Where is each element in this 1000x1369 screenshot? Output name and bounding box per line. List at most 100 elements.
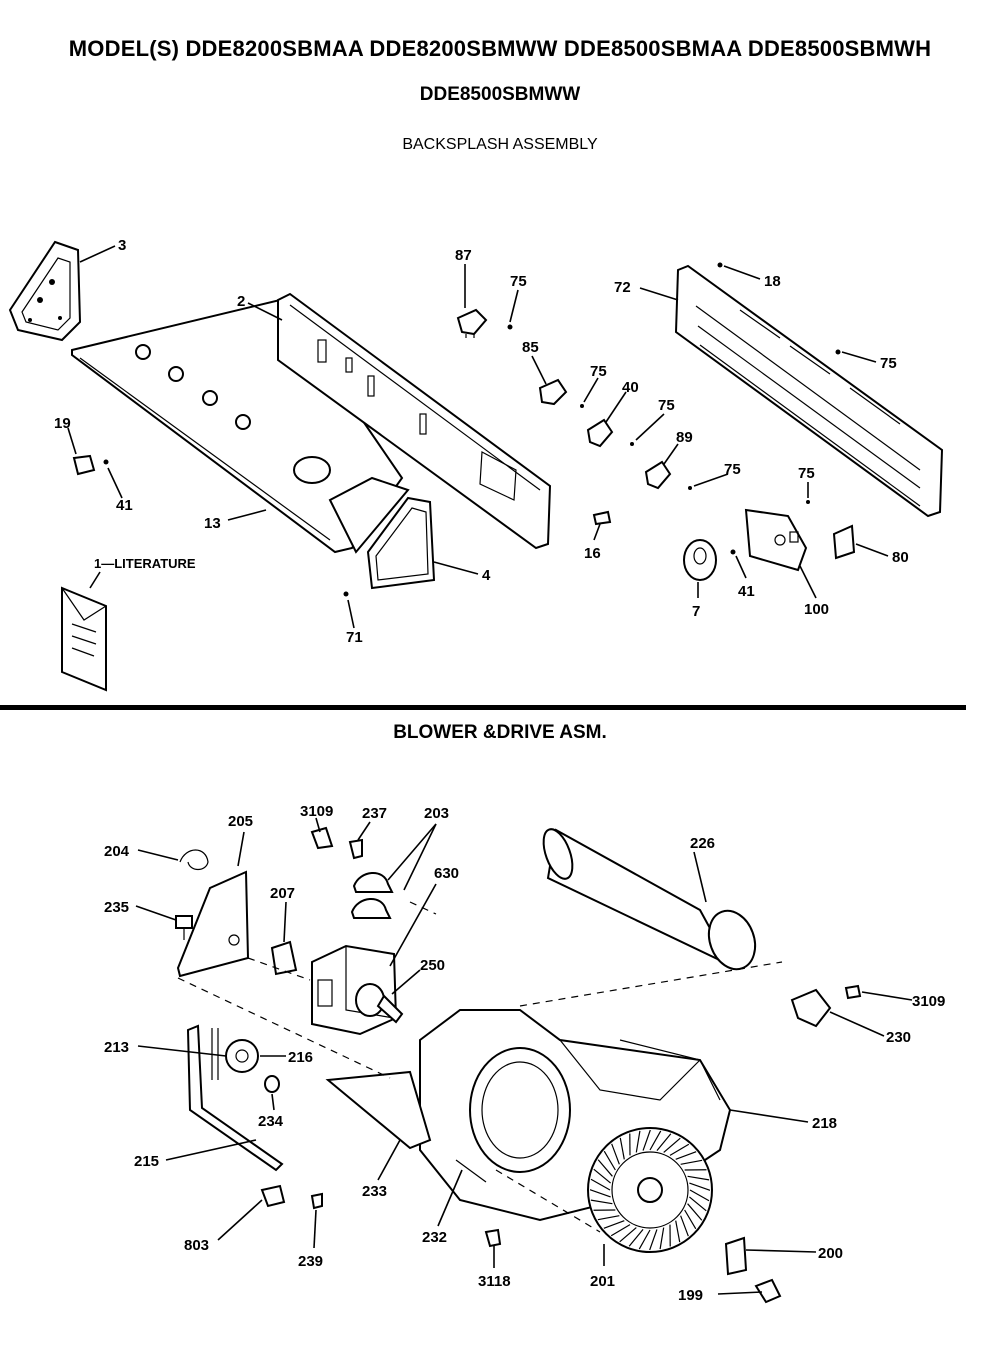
callout-label: 239 xyxy=(298,1253,323,1270)
fan-blade xyxy=(611,1143,620,1165)
backsplash-section-title: BACKSPLASH ASSEMBLY xyxy=(402,136,598,153)
callout-label: 72 xyxy=(614,279,631,296)
callout-label: 89 xyxy=(676,429,693,446)
part-40-switch xyxy=(586,418,614,448)
fan-blade xyxy=(649,1130,662,1151)
callout-label: 71 xyxy=(346,629,363,646)
fan-blade xyxy=(684,1209,697,1230)
callout-label: 19 xyxy=(54,415,71,432)
models-line-1: MODEL(S) DDE8200SBMAA DDE8200SBMWW DDE85… xyxy=(68,36,932,61)
fan-blade xyxy=(659,1227,665,1250)
fan-blade xyxy=(689,1182,711,1191)
part-216-pulley xyxy=(225,1039,259,1073)
callout-label: 3 xyxy=(118,237,126,254)
callout-label: 216 xyxy=(288,1049,313,1066)
part-41-screw xyxy=(103,459,109,465)
fan-blade xyxy=(689,1196,707,1212)
part-200-bracket xyxy=(724,1236,748,1276)
fan-blade xyxy=(603,1220,625,1229)
callout-label: 235 xyxy=(104,899,129,916)
part-7-knob xyxy=(683,539,717,581)
callout-label: 234 xyxy=(258,1113,284,1130)
callout-label: 230 xyxy=(886,1029,911,1046)
callout-label: 232 xyxy=(422,1229,447,1246)
callout-label: 75 xyxy=(510,273,527,290)
models-line-2: DDE8500SBMWW xyxy=(419,84,581,105)
part-239-screw xyxy=(310,1192,323,1210)
part-100-timer xyxy=(744,508,808,572)
callout-label: 2 xyxy=(237,293,245,310)
part-3-end-cap xyxy=(8,240,82,342)
callout-label: 205 xyxy=(228,813,253,830)
part-85-switch xyxy=(538,378,568,406)
callout-label: 237 xyxy=(362,805,387,822)
part-2-control-bracket xyxy=(277,292,552,550)
fan-blade xyxy=(590,1178,611,1191)
fan-blade xyxy=(589,1189,611,1198)
fan-blade xyxy=(680,1159,703,1165)
part-3109-screw xyxy=(310,826,334,850)
callout-label: 218 xyxy=(812,1115,837,1132)
part-4-end-cap xyxy=(366,496,436,590)
fan-blade xyxy=(597,1159,613,1177)
callout-label: 201 xyxy=(590,1273,615,1290)
fan-blade xyxy=(675,1151,697,1160)
callout-label: 75 xyxy=(724,461,741,478)
callout-label: 3118 xyxy=(478,1273,511,1290)
part-630-motor xyxy=(311,944,404,1036)
part-234-washer xyxy=(264,1075,280,1093)
callout-label: 13 xyxy=(204,515,221,532)
backsplash-callouts: 3 2 87 75 72 18 75 85 75 40 75 89 75 19 … xyxy=(54,237,909,646)
part-230-thermostat xyxy=(790,988,832,1028)
part-803-clip xyxy=(260,1184,286,1208)
callout-label: 16 xyxy=(584,545,601,562)
fan-blade xyxy=(687,1203,703,1221)
callout-label: 100 xyxy=(804,601,829,618)
callout-label: 199 xyxy=(678,1287,703,1304)
fan-blade xyxy=(656,1133,672,1151)
fan-blade xyxy=(638,1229,651,1250)
callout-label: 215 xyxy=(134,1153,159,1170)
part-207-switch xyxy=(270,940,298,976)
callout-label: 80 xyxy=(892,549,909,566)
fan-blade xyxy=(610,1224,631,1237)
blower-section-title: BLOWER &DRIVE ASM. xyxy=(393,722,607,743)
callout-label: 7 xyxy=(692,603,700,620)
fan-blade xyxy=(619,1227,637,1243)
part-203-straps xyxy=(350,872,394,919)
callout-label: 204 xyxy=(104,843,130,860)
part-201-blower-wheel xyxy=(587,1127,713,1253)
fan-blade xyxy=(628,1229,644,1247)
part-80-bracket xyxy=(832,524,856,560)
callout-label: 75 xyxy=(590,363,607,380)
part-19-knob xyxy=(72,454,96,476)
callout-label: 203 xyxy=(424,805,449,822)
part-89-switch xyxy=(644,460,672,490)
callout-label: 207 xyxy=(270,885,295,902)
part-3118-screw xyxy=(484,1228,502,1248)
callout-label: 3109 xyxy=(912,993,945,1010)
callout-label: 85 xyxy=(522,339,539,356)
part-232-screw xyxy=(455,1159,487,1183)
part-237-screw xyxy=(348,838,363,860)
callout-label: 41 xyxy=(738,583,755,600)
part-72-rear-panel xyxy=(674,264,944,518)
callout-label: 4 xyxy=(482,567,491,584)
part-226-duct xyxy=(542,828,757,971)
fan-blade xyxy=(642,1129,651,1151)
callout-label: 803 xyxy=(184,1237,209,1254)
fan-blade xyxy=(597,1215,620,1221)
fan-blade xyxy=(675,1220,681,1243)
callout-label: 40 xyxy=(622,379,639,396)
section-divider xyxy=(0,705,966,710)
fan-blade xyxy=(649,1229,658,1251)
part-204-clip xyxy=(179,849,209,871)
part-87-switch xyxy=(456,308,488,338)
callout-label: 200 xyxy=(818,1245,843,1262)
callout-label: 233 xyxy=(362,1183,387,1200)
fan-blade xyxy=(593,1168,611,1184)
callout-label: 213 xyxy=(104,1039,129,1056)
part-71-screw xyxy=(343,591,349,597)
fan-blade xyxy=(603,1150,616,1171)
callout-label: 87 xyxy=(455,247,472,264)
